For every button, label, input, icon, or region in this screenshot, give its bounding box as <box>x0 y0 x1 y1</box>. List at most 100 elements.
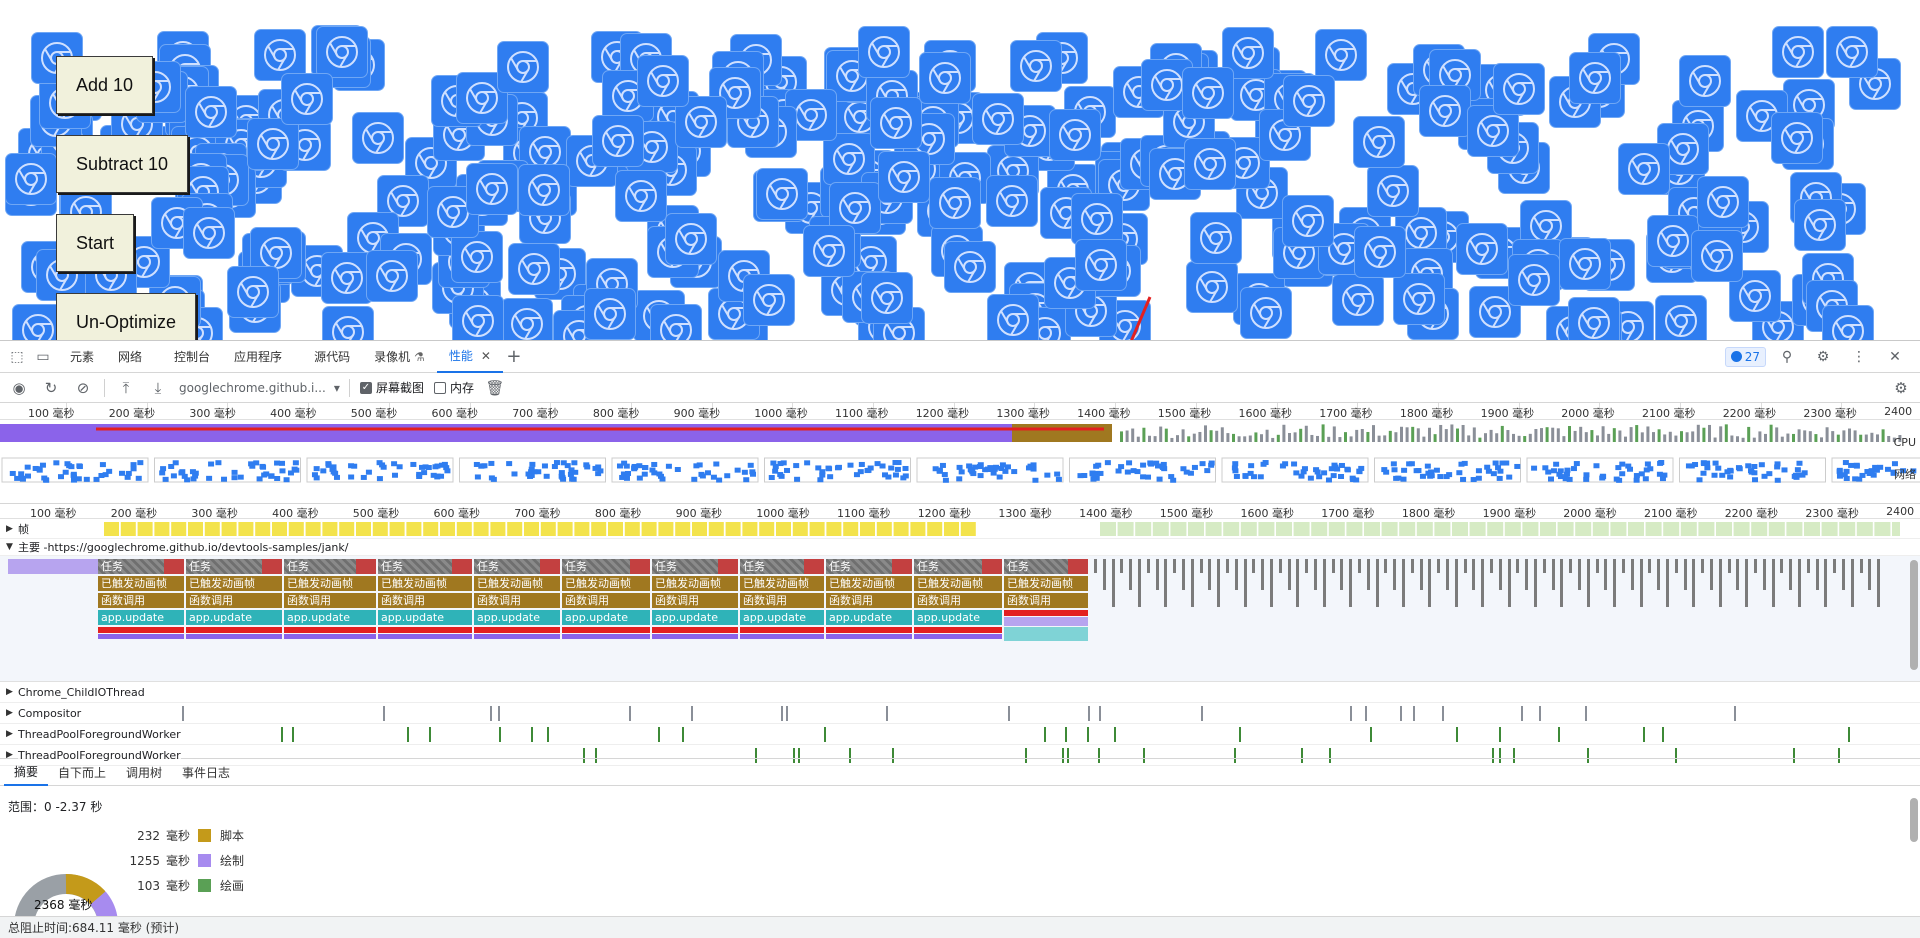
small-task-block[interactable] <box>1376 559 1379 607</box>
frame-box[interactable] <box>692 522 707 536</box>
small-task-block[interactable] <box>1138 559 1141 607</box>
subtract-10-button[interactable]: Subtract 10 <box>56 135 189 193</box>
thread-event[interactable] <box>755 748 757 763</box>
frame-box[interactable] <box>1452 522 1468 536</box>
small-task-block[interactable] <box>1129 559 1132 590</box>
thread-event[interactable] <box>1143 748 1145 763</box>
frame-box[interactable] <box>1100 522 1116 536</box>
animation-frame-block[interactable]: 已触发动画帧 <box>740 576 824 591</box>
app-update-block[interactable]: app.update <box>914 610 1002 625</box>
frame-box[interactable] <box>1346 522 1363 536</box>
frame-box[interactable] <box>843 522 859 536</box>
small-task-block[interactable] <box>1868 559 1871 590</box>
frame-box[interactable] <box>1628 522 1644 536</box>
layout-block[interactable] <box>562 634 650 639</box>
small-task-block[interactable] <box>1833 559 1836 573</box>
thread-event[interactable] <box>798 748 800 763</box>
layout-block[interactable] <box>740 634 824 639</box>
frame-box[interactable] <box>1804 522 1820 536</box>
small-task-block[interactable] <box>1156 559 1159 590</box>
thread-event[interactable] <box>1201 706 1203 721</box>
frame-box[interactable] <box>876 522 892 536</box>
frame-box[interactable] <box>456 522 472 536</box>
frame-box[interactable] <box>339 522 355 536</box>
small-task-block[interactable] <box>1288 559 1291 590</box>
small-task-block[interactable] <box>1604 559 1607 590</box>
function-call-block[interactable]: 函数调用 <box>826 593 912 608</box>
download-icon[interactable]: ⤓ <box>154 378 162 397</box>
thread-track[interactable]: ▶ThreadPoolForegroundWorker <box>0 724 1920 745</box>
thread-event[interactable] <box>849 748 851 763</box>
frame-box[interactable] <box>322 522 338 536</box>
inspect-icon[interactable]: ⬚ <box>10 348 24 365</box>
thread-event[interactable] <box>1370 727 1372 742</box>
issues-badge[interactable]: 27 <box>1724 346 1766 367</box>
small-task-block[interactable] <box>1094 559 1097 573</box>
small-task-block[interactable] <box>1244 559 1247 607</box>
frame-box[interactable] <box>792 522 808 536</box>
small-task-block[interactable] <box>1534 559 1537 607</box>
thread-event[interactable] <box>182 706 184 721</box>
frame-box[interactable] <box>221 522 237 536</box>
expand-triangle-icon[interactable]: ▶ <box>6 708 13 718</box>
start-button[interactable]: Start <box>56 214 135 272</box>
small-task-block[interactable] <box>1314 559 1317 590</box>
frame-box[interactable] <box>658 522 674 536</box>
small-task-block[interactable] <box>1296 559 1299 607</box>
thread-event[interactable] <box>595 748 597 763</box>
frame-box[interactable] <box>1364 522 1380 536</box>
frame-box[interactable] <box>1698 522 1715 536</box>
small-task-block[interactable] <box>1824 559 1827 607</box>
frame-box[interactable] <box>406 522 422 536</box>
function-call-block[interactable]: 函数调用 <box>378 593 472 608</box>
frame-box[interactable] <box>1751 522 1768 536</box>
frame-box[interactable] <box>574 522 590 536</box>
forced-reflow-block[interactable] <box>914 627 1002 633</box>
function-call-block[interactable]: 函数调用 <box>1004 593 1088 608</box>
frame-box[interactable] <box>1768 522 1785 536</box>
memory-checkbox[interactable]: 内存 <box>434 379 474 396</box>
trash-icon[interactable]: 🗑 <box>485 378 505 397</box>
thread-event[interactable] <box>1025 748 1027 763</box>
collapse-triangle-icon[interactable]: ▼ <box>6 542 13 552</box>
small-task-block[interactable] <box>1860 559 1863 573</box>
small-task-block[interactable] <box>1851 559 1854 607</box>
frame-box[interactable] <box>1716 522 1732 536</box>
thread-event[interactable] <box>1539 706 1541 721</box>
tab-bottom-up[interactable]: 自下而上 <box>58 765 107 780</box>
thread-track[interactable]: ▶ThreadPoolForegroundWorker <box>0 745 1920 766</box>
frame-box[interactable] <box>960 522 976 536</box>
flame-scrollbar[interactable] <box>1910 560 1918 670</box>
small-task-block[interactable] <box>1182 559 1185 590</box>
thread-event[interactable] <box>682 727 684 742</box>
clear-icon[interactable]: ⊘ <box>76 378 90 397</box>
forced-reflow-block[interactable] <box>98 627 184 633</box>
customize-icon[interactable]: ⚲ <box>1781 348 1793 365</box>
thread-event[interactable] <box>407 727 409 742</box>
thread-event[interactable] <box>824 727 826 742</box>
frame-box[interactable] <box>1892 522 1900 536</box>
small-task-block[interactable] <box>1596 559 1599 573</box>
frame-box[interactable] <box>1504 522 1521 536</box>
small-task-block[interactable] <box>1402 559 1405 607</box>
layout-block[interactable] <box>378 634 472 639</box>
frame-box[interactable] <box>591 522 607 536</box>
small-task-block[interactable] <box>1719 559 1722 607</box>
function-call-block[interactable]: 函数调用 <box>98 593 184 608</box>
upload-icon[interactable]: ⤒ <box>122 378 130 397</box>
task-block[interactable]: 任务 <box>474 559 560 574</box>
small-task-block[interactable] <box>1780 559 1783 573</box>
function-call-block[interactable]: 函数调用 <box>652 593 738 608</box>
thread-event[interactable] <box>1067 748 1069 763</box>
thread-track[interactable]: ▶Chrome_ChildIOThread <box>0 682 1920 703</box>
add-tab-icon[interactable]: + <box>506 346 522 367</box>
layout-block[interactable] <box>914 634 1002 639</box>
small-task-block[interactable] <box>1648 559 1651 573</box>
tab-sources[interactable]: 源代码 <box>314 350 351 364</box>
frame-box[interactable] <box>1645 522 1662 536</box>
thread-event[interactable] <box>490 706 492 721</box>
frame-box[interactable] <box>1399 522 1416 536</box>
small-task-block[interactable] <box>1208 559 1211 590</box>
small-task-block[interactable] <box>1472 559 1475 590</box>
thread-event[interactable] <box>1413 706 1415 721</box>
